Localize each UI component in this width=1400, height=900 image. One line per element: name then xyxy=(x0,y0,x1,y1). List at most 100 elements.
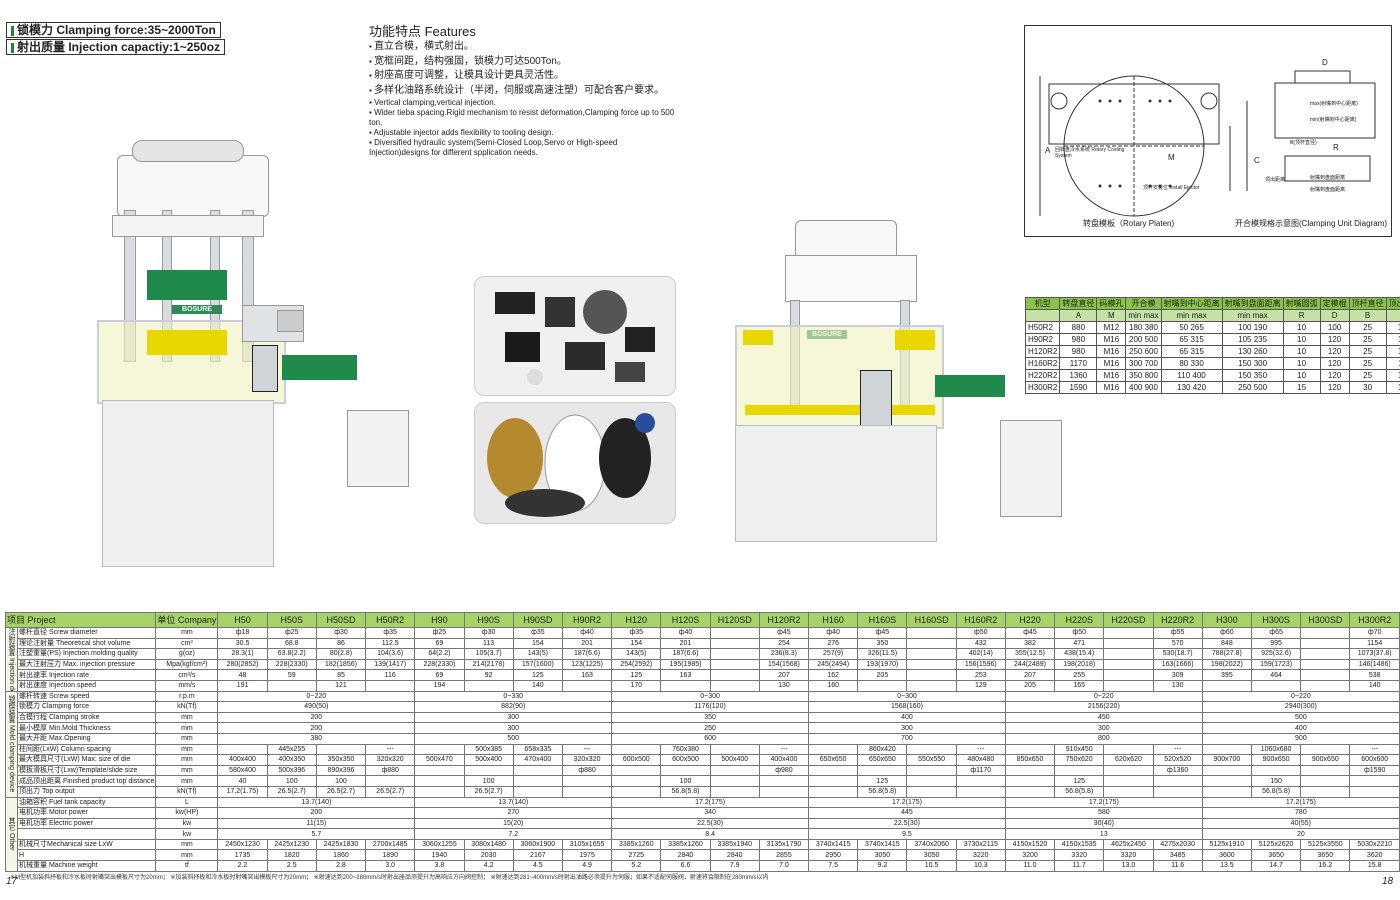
spec-cell: 2167 xyxy=(512,849,563,862)
spec-cell: 3485 xyxy=(1152,849,1203,862)
spec-cell: 187(6.6) xyxy=(561,648,613,660)
spec-cell xyxy=(414,764,465,777)
spec-cell xyxy=(1103,764,1154,777)
spec-cell: 236(8.3) xyxy=(758,648,810,660)
spec-cell xyxy=(414,785,465,798)
spec-cell: 11(15) xyxy=(217,817,416,830)
spec-cell xyxy=(709,669,760,681)
spec-cell xyxy=(1103,679,1154,692)
spec-row-unit: kw xyxy=(155,828,219,840)
spec-cell: 143(5) xyxy=(512,648,563,660)
product-photo-parts xyxy=(474,276,676,396)
spec-model-header: H50R2 xyxy=(365,612,416,628)
spec-cell xyxy=(709,743,760,756)
spec-cell: 2030 xyxy=(463,849,514,862)
spec-cell: 1890 xyxy=(365,849,416,862)
max-radius-label: max(射嘴到中心距离) xyxy=(1310,101,1358,107)
spec-cell: 780 xyxy=(1201,807,1400,819)
spec-cell: 13.0 xyxy=(1103,860,1154,872)
platen-subheader-cell: A xyxy=(1059,309,1098,322)
spec-cell: 2450x1230 xyxy=(217,838,268,851)
spec-cell: 4.9 xyxy=(561,860,613,872)
platen-table-cell: 120 xyxy=(1319,381,1350,394)
spec-cell: 10.3 xyxy=(955,860,1006,872)
platen-table-cell: 65 315 xyxy=(1160,345,1223,358)
spec-cell: ф40 xyxy=(660,627,711,639)
spec-cell: ф1590 xyxy=(1349,764,1400,777)
spec-cell: --- xyxy=(1349,743,1400,756)
spec-cell: 850x650 xyxy=(1004,754,1056,766)
platen-header-cell: 机型 xyxy=(1024,297,1061,310)
injection-capacity-text: 射出质量 Injection capactiy:1~250oz xyxy=(17,40,221,54)
spec-cell: 300 xyxy=(1004,722,1203,734)
spec-cell xyxy=(906,775,957,787)
spec-cell: 2700x1485 xyxy=(365,838,416,851)
platen-table-cell: H90R2 xyxy=(1024,333,1061,346)
spec-cell: --- xyxy=(1152,743,1203,756)
spec-cell xyxy=(1004,743,1056,756)
spec-cell: 2.8 xyxy=(315,860,367,872)
spec-row-unit: mm xyxy=(155,775,219,787)
product-soles-illustration xyxy=(487,413,655,517)
spec-cell xyxy=(906,785,957,798)
platen-table-cell: 25 xyxy=(1348,321,1387,334)
spec-cell: 245(2494) xyxy=(808,658,859,671)
spec-row-label: 柱间距(LxW) Column spacing xyxy=(16,743,157,756)
spec-cell: ф55 xyxy=(1152,627,1203,639)
spec-cell xyxy=(1004,775,1056,787)
feature-cn-item: 射座高度可调整，让模具设计更具灵活性。 xyxy=(369,69,689,84)
spec-cell: 255 xyxy=(1054,669,1105,681)
platen-table-cell: 300 700 xyxy=(1125,357,1162,370)
platen-subheader-cell: R xyxy=(1282,309,1321,322)
spec-cell: 1176(120) xyxy=(611,701,810,713)
spec-cell: 650x650 xyxy=(808,754,859,766)
spec-cell: 121 xyxy=(315,679,367,692)
spec-cell: 860x420 xyxy=(857,743,908,756)
spec-cell xyxy=(808,775,859,787)
spec-cell: 1073(37.8) xyxy=(1349,648,1400,660)
spec-cell xyxy=(1250,764,1302,777)
spec-cell: 125 xyxy=(512,669,563,681)
spec-cell: 480x480 xyxy=(955,754,1006,766)
spec-cell: 3620 xyxy=(1349,849,1400,862)
features-en-list: Vertical clamping,vertical injection. Wi… xyxy=(369,98,679,158)
platen-header-cell: 射嘴到盘面距离 xyxy=(1221,297,1284,310)
spec-cell: 280(2852) xyxy=(217,658,268,671)
spec-cell: 490(50) xyxy=(217,701,416,713)
spec-cell: 125 xyxy=(611,669,662,681)
spec-cell: 2725 xyxy=(611,849,662,862)
spec-cell: 257(9) xyxy=(808,648,859,660)
spec-cell: 200 xyxy=(217,722,416,734)
platen-table-cell: H50R2 xyxy=(1024,321,1061,334)
spec-cell: 3740x1415 xyxy=(808,838,859,851)
platen-header-cell: 定模棍 xyxy=(1319,297,1350,310)
platen-table-cell: 15 xyxy=(1282,381,1321,394)
spec-cell xyxy=(414,775,465,787)
platen-table-cell: 150 300 xyxy=(1221,357,1284,370)
feature-en-item: Vertical clamping,vertical injection. xyxy=(369,98,679,108)
spec-model-header: H90S xyxy=(463,612,514,628)
platen-header-cell: 码模孔 xyxy=(1096,297,1127,310)
spec-cell: 432 xyxy=(955,637,1006,650)
platen-table-cell: M16 xyxy=(1096,381,1127,394)
spec-cell: 2425x1830 xyxy=(315,838,367,851)
spec-row-unit: mm xyxy=(155,732,219,745)
spec-cell xyxy=(1300,775,1351,787)
spec-cell xyxy=(1300,658,1351,671)
footnote: ※M型机加装斜抒板和冷水板时射嘴突出模板尺寸为20mm； ※加装斜抒板和冷水板时… xyxy=(10,875,769,881)
spec-cell: 30.5 xyxy=(217,637,268,650)
spec-row-label: 油箱容积 Fuel tank capacity xyxy=(16,796,157,809)
spec-cell xyxy=(1349,775,1400,787)
spec-cell: 270 xyxy=(414,807,613,819)
dim-d-label: D xyxy=(1322,58,1328,67)
spec-cell: 3385x1940 xyxy=(709,838,760,851)
spec-row-label: 注塑重量(PS) Injection molding quality xyxy=(16,648,157,660)
spec-cell: 1060x680 xyxy=(1250,743,1302,756)
spec-row-unit: g(oz) xyxy=(155,648,219,660)
spec-group-label: 注射装置 Injection device xyxy=(5,627,18,692)
spec-cell xyxy=(611,743,662,756)
spec-cell: 320x320 xyxy=(365,754,416,766)
